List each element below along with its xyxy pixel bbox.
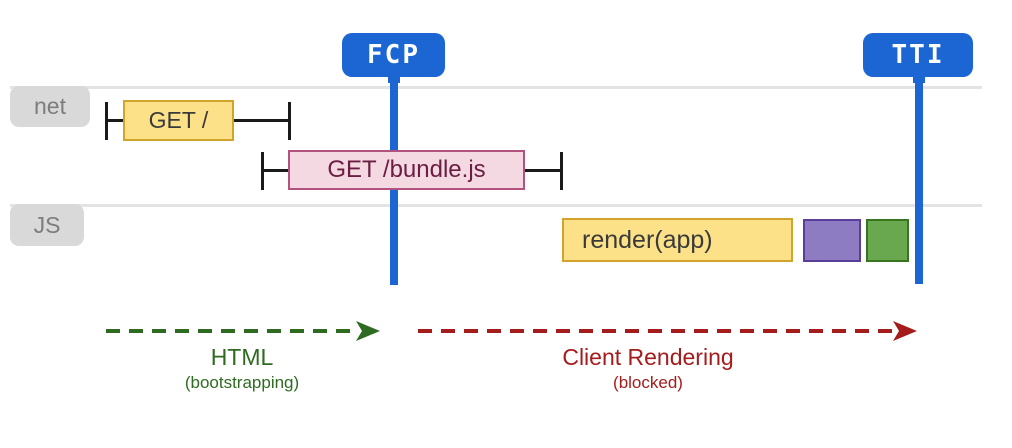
html-phase-label: HTML [210, 344, 274, 370]
fcp-marker-stem [388, 75, 400, 83]
fcp-label: FCP [367, 40, 420, 70]
get-root-start-tick [105, 102, 108, 140]
html-phase-sublabel: (bootstrapping) [184, 373, 300, 392]
net-track-label: net [34, 93, 66, 119]
get-bundle-request-label: GET /bundle.js [327, 156, 486, 183]
tti-marker-stem [913, 75, 925, 83]
fcp-badge: FCP [342, 33, 445, 77]
get-root-request-bar: GET / [123, 100, 234, 141]
render-app-task-label: render(app) [582, 225, 713, 254]
get-root-end-tick [288, 102, 291, 140]
client-rendering-phase-sublabel: (blocked) [613, 373, 683, 392]
js-track-label: JS [33, 211, 61, 238]
client-rendering-phase-arrowhead-icon [893, 321, 917, 341]
get-bundle-start-tick [261, 152, 264, 190]
tti-badge: TTI [863, 33, 973, 77]
html-phase-arrowhead-icon [356, 321, 380, 341]
tti-label: TTI [891, 40, 945, 70]
get-bundle-end-connector [525, 169, 562, 172]
get-bundle-start-connector [264, 169, 288, 172]
js-track-line [10, 204, 982, 207]
get-root-request-label: GET / [148, 107, 209, 133]
get-bundle-end-tick [560, 152, 563, 190]
net-track-line [10, 86, 982, 89]
get-root-end-connector [234, 119, 290, 122]
get-bundle-request-bar: GET /bundle.js [288, 150, 525, 190]
get-root-start-connector [108, 119, 123, 122]
client-rendering-phase-label: Client Rendering [562, 344, 734, 370]
tti-marker-line [915, 70, 923, 284]
green-task-bar [866, 219, 909, 262]
render-app-task-bar: render(app) [562, 218, 793, 262]
net-track-badge: net [10, 86, 90, 127]
purple-task-bar [803, 219, 861, 262]
js-track-badge: JS [10, 204, 84, 246]
